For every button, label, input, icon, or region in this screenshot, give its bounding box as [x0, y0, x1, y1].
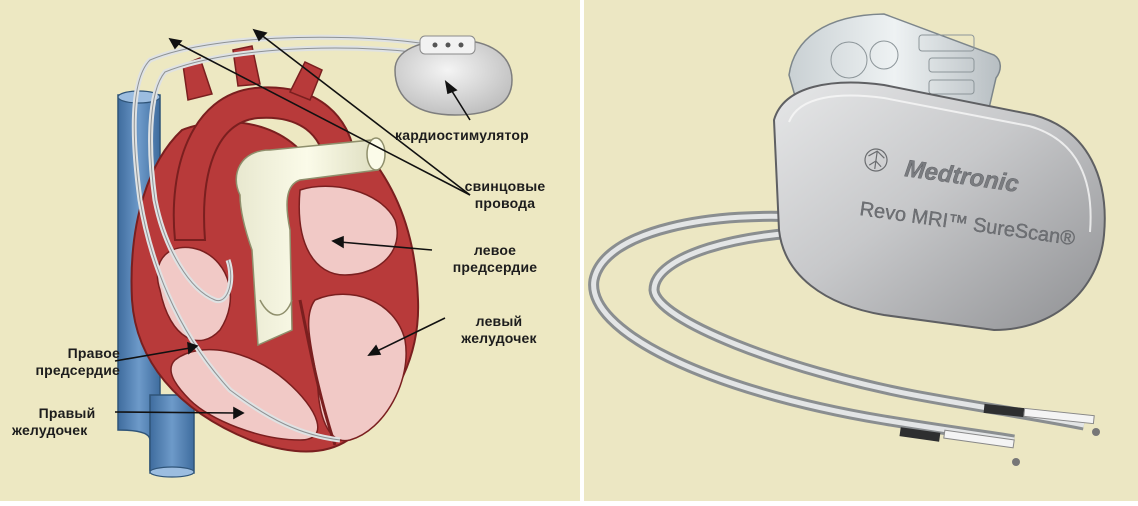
label-leads-line2: провода — [474, 195, 536, 211]
label-left-ventricle-line2: желудочек — [461, 330, 537, 346]
label-right-ventricle: Правый желудочек — [12, 405, 122, 439]
heart-diagram — [114, 28, 513, 478]
device-can — [772, 81, 1106, 332]
label-right-atrium: Правое предсердие — [8, 345, 120, 379]
label-leads: свинцовые провода — [455, 178, 555, 212]
pulmonary-artery — [235, 139, 379, 347]
device-photo: Medtronic Revo MRI™ SureScan® — [588, 13, 1106, 466]
aorta-branch-1 — [182, 57, 213, 101]
left-atrium-chamber — [298, 185, 398, 276]
label-right-atrium-line1: Правое — [67, 345, 120, 361]
aorta-branch-3 — [288, 61, 323, 101]
label-left-atrium-line2: предсердие — [452, 259, 538, 275]
vena-cava-bottom — [149, 394, 195, 474]
device-photo-panel: Medtronic Revo MRI™ SureScan® — [584, 0, 1138, 501]
right-ventricle-chamber — [170, 348, 319, 441]
label-left-atrium: левое предсердие — [430, 242, 560, 276]
label-left-atrium-line1: левое — [473, 242, 517, 258]
panel-divider — [580, 0, 584, 501]
label-pacemaker: кардиостимулятор — [395, 127, 529, 143]
label-leads-line1: свинцовые — [464, 178, 546, 194]
label-left-ventricle-line1: левый — [475, 313, 523, 329]
label-right-ventricle-line2: желудочек — [12, 422, 88, 438]
label-right-atrium-line2: предсердие — [35, 362, 120, 378]
left-ventricle-chamber — [307, 293, 407, 442]
label-left-ventricle: левый желудочек — [440, 313, 558, 347]
label-right-ventricle-line1: Правый — [38, 405, 96, 421]
brand-logo-icon — [864, 148, 888, 172]
heart-diagram-panel: кардиостимулятор свинцовые провода левое… — [0, 0, 580, 501]
